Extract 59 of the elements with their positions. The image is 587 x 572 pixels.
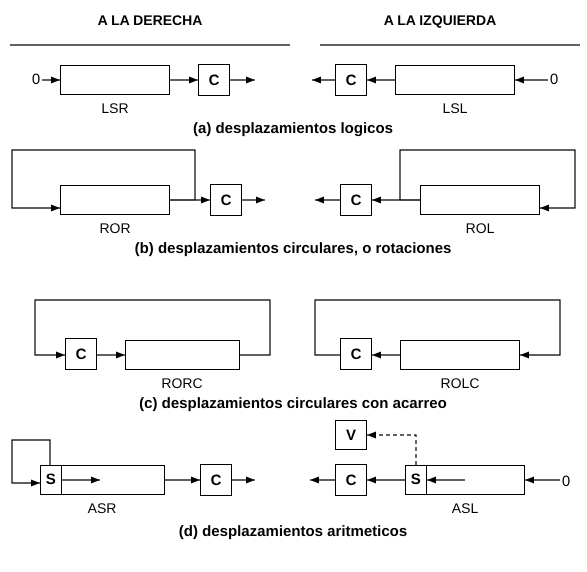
input-value: 0 [30, 70, 42, 88]
arrow [367, 476, 405, 484]
arrow [230, 76, 255, 84]
flag-box: C [335, 64, 367, 96]
arrow [399, 149, 576, 212]
register-name: ASR [88, 500, 116, 516]
arrow [427, 476, 465, 484]
register-box [400, 340, 520, 370]
arrow [310, 476, 335, 484]
caption: (a) desplazamientos logicos [192, 120, 394, 137]
arrow [34, 299, 271, 358]
arrow [525, 476, 560, 484]
arrow [232, 476, 255, 484]
caption: (d) desplazamientos aritmeticos [178, 523, 408, 540]
input-value: 0 [560, 472, 572, 490]
register-name: ROL [466, 220, 494, 236]
arrow [170, 76, 198, 84]
caption: (b) desplazamientos circulares, o rotaciones [134, 240, 452, 257]
flag-box: C [340, 338, 372, 370]
column-heading: A LA IZQUIERDA [384, 12, 496, 28]
register-name: ROLC [440, 375, 480, 391]
register-box [420, 185, 540, 215]
flag-box: V [335, 420, 367, 450]
register-name: ROR [99, 220, 131, 236]
flag-box: C [65, 338, 97, 370]
register-box [395, 65, 515, 95]
arrow [372, 352, 400, 358]
flag-box: C [340, 184, 372, 216]
register-box [405, 465, 525, 495]
flag-box: C [335, 464, 367, 496]
register-name: RORC [161, 375, 203, 391]
register-name: LSR [101, 100, 129, 116]
arrow [62, 476, 100, 484]
arrow [515, 76, 548, 84]
register-box [125, 340, 240, 370]
caption: (c) desplazamientos circulares con acarreo [139, 395, 447, 412]
arrow [312, 76, 335, 84]
flag-box: C [198, 64, 230, 96]
flag-box: C [210, 184, 242, 216]
register-box [60, 185, 170, 215]
register-box [60, 65, 170, 95]
arrow [367, 76, 395, 84]
input-value: 0 [548, 70, 560, 88]
register-name: LSL [442, 100, 468, 116]
arrow [11, 439, 51, 486]
flag-box: C [200, 464, 232, 496]
arrow [315, 196, 340, 204]
dashed-arrow [367, 432, 417, 465]
arrow [242, 196, 265, 204]
arrow [170, 196, 210, 204]
arrow [314, 299, 561, 358]
column-heading: A LA DERECHA [98, 12, 202, 28]
arrow [372, 196, 420, 204]
arrow [42, 76, 60, 84]
register-name: ASL [452, 500, 478, 516]
arrow [11, 149, 196, 212]
arrow [165, 476, 200, 484]
arrow [97, 352, 125, 358]
register-box [40, 465, 165, 495]
